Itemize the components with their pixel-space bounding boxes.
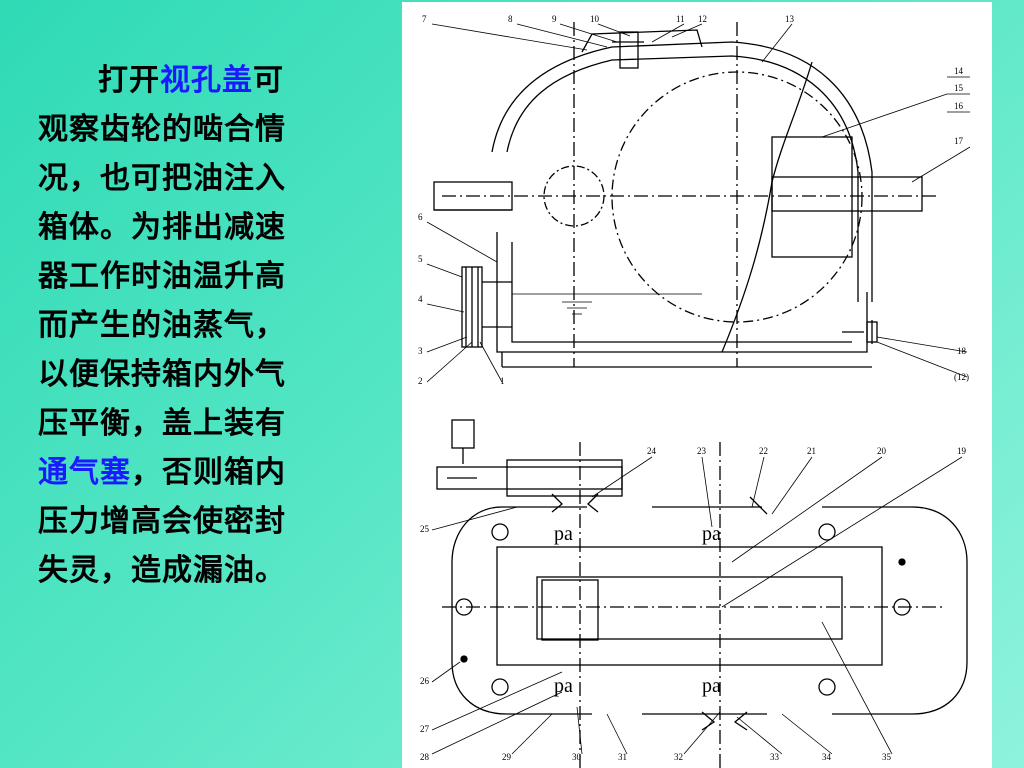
part-label: 18 xyxy=(957,346,967,356)
part-label: 5 xyxy=(418,254,423,264)
text-line: 观察齿轮的啮合情 xyxy=(38,112,286,147)
text-line: 通气塞，否则箱内 xyxy=(38,448,358,497)
svg-text:pa: pa xyxy=(554,523,573,545)
part-label: 11 xyxy=(676,14,685,24)
text-line: 压平衡，盖上装有 xyxy=(38,406,286,441)
highlight-term-breather-plug: 通气塞 xyxy=(38,455,131,490)
text-line: 压力增高会使密封 xyxy=(38,504,286,539)
part-label: 28 xyxy=(420,752,430,762)
part-label: 21 xyxy=(807,446,816,456)
highlight-term-inspection-cover: 视孔盖 xyxy=(160,63,253,98)
part-label: (12) xyxy=(954,372,969,382)
part-label: 33 xyxy=(770,752,780,762)
part-label: 10 xyxy=(590,14,600,24)
description-text: 打开视孔盖可 观察齿轮的啮合情 况，也可把油注入 箱体。为排出减速 器工作时油温… xyxy=(38,56,358,595)
text-line: 而产生的油蒸气， xyxy=(38,308,286,343)
text-line: 箱体。为排出减速 xyxy=(38,210,286,245)
part-label: 27 xyxy=(420,724,430,734)
text-line: 以便保持箱内外气 xyxy=(38,357,286,392)
part-label: 9 xyxy=(552,14,557,24)
plan-view: pa pa pa pa xyxy=(431,419,968,768)
top-view-part-labels: 7 8 9 10 11 12 13 14 15 16 17 6 5 4 3 2 … xyxy=(418,14,969,386)
part-label: 4 xyxy=(418,294,423,304)
part-label: 7 xyxy=(422,14,427,24)
part-label: 30 xyxy=(572,752,582,762)
part-label: 6 xyxy=(418,212,423,222)
part-label: 3 xyxy=(418,346,423,356)
part-label: 8 xyxy=(508,14,513,24)
part-label: 24 xyxy=(647,446,657,456)
part-label: 26 xyxy=(420,676,430,686)
part-label: 1 xyxy=(500,376,505,386)
part-label: 14 xyxy=(954,66,964,76)
part-label: 22 xyxy=(759,446,768,456)
svg-text:pa: pa xyxy=(702,675,721,697)
text-line: 打开视孔盖可 xyxy=(38,56,358,105)
text-span: 打开 xyxy=(98,63,160,98)
part-label: 29 xyxy=(502,752,512,762)
part-label: 34 xyxy=(822,752,832,762)
part-label: 19 xyxy=(957,446,967,456)
svg-text:pa: pa xyxy=(702,523,721,545)
text-span: 可 xyxy=(253,63,284,98)
front-section-view xyxy=(426,22,971,383)
text-line: 况，也可把油注入 xyxy=(38,161,286,196)
part-label: 13 xyxy=(785,14,795,24)
reducer-technical-drawing: 7 8 9 10 11 12 13 14 15 16 17 6 5 4 3 2 … xyxy=(402,2,992,768)
text-line: 失灵，造成漏油。 xyxy=(38,553,286,588)
part-label: 23 xyxy=(697,446,707,456)
part-label: 17 xyxy=(954,136,964,146)
part-label: 16 xyxy=(954,101,964,111)
part-label: 15 xyxy=(954,83,964,93)
plan-view-part-labels: 24 23 22 21 20 19 25 26 27 28 29 30 31 3… xyxy=(420,446,967,762)
text-span: ，否则箱内 xyxy=(131,455,286,490)
part-label: 32 xyxy=(674,752,683,762)
svg-text:pa: pa xyxy=(554,675,573,697)
part-label: 20 xyxy=(877,446,887,456)
text-line: 器工作时油温升高 xyxy=(38,259,286,294)
part-label: 12 xyxy=(698,14,707,24)
part-label: 25 xyxy=(420,524,430,534)
part-label: 35 xyxy=(882,752,892,762)
part-label: 31 xyxy=(618,752,627,762)
part-label: 2 xyxy=(418,376,423,386)
